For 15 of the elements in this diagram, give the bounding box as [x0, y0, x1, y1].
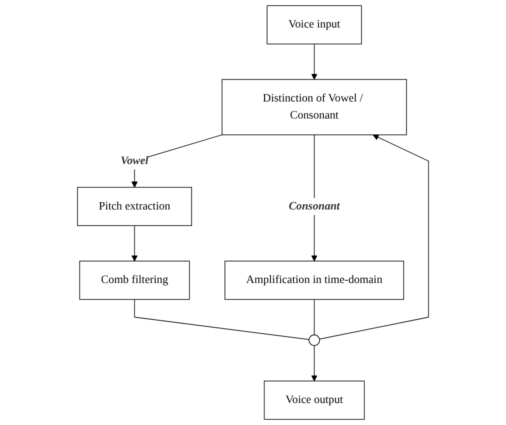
node-box: Voice input: [266, 5, 362, 44]
node-box: Voice output: [264, 380, 365, 420]
connector: [134, 299, 310, 340]
node-box: Amplification in time-domain: [224, 260, 404, 300]
arrow: [311, 345, 318, 382]
node-box: Comb filtering: [79, 260, 190, 300]
arrow: [131, 225, 138, 262]
edge-label: Consonant: [288, 200, 340, 212]
arrow: [319, 134, 429, 340]
node-box: Pitch extraction: [77, 186, 192, 226]
node-circle: [308, 334, 320, 346]
connector: [314, 299, 315, 336]
arrow: [311, 44, 318, 80]
node-box: Distinction of Vowel / Consonant: [222, 79, 407, 136]
edge-label: Vowel: [120, 154, 148, 167]
